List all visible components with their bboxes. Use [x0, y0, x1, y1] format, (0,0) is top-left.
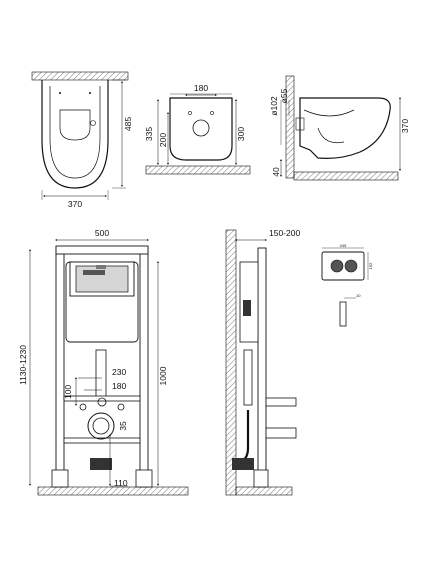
pipe-180-label: 180 [112, 381, 126, 391]
pipe-35-label: 35 [118, 421, 128, 431]
foot-110-label: 110 [114, 478, 128, 488]
bowl-front-view [31, 71, 129, 200]
side-height-label: 370 [400, 119, 410, 133]
hole-height-label: 200 [158, 133, 168, 147]
frame-front-view [29, 239, 189, 496]
pipe-100-label: 100 [63, 385, 73, 399]
plate-height-label: 162 [368, 262, 373, 269]
flush-plate [321, 247, 369, 327]
frame-depth-label: 150-200 [269, 228, 300, 238]
frame-side-view [225, 229, 297, 496]
bowl-mounting-view [145, 93, 251, 175]
frame-height-label: 1000 [158, 366, 168, 385]
pipe-230-label: 230 [112, 367, 126, 377]
frame-width-label: 500 [95, 228, 109, 238]
inlet-diameter-label: ø55 [279, 88, 289, 103]
mount-offset-label: 335 [144, 127, 154, 141]
mount-height-label: 300 [236, 127, 246, 141]
bowl-width-label: 370 [68, 199, 82, 209]
plate-width-label: 245 [340, 243, 347, 248]
plate-depth-label: 10 [356, 293, 361, 298]
drain-diameter-label: ø102 [269, 96, 279, 116]
hole-spacing-label: 180 [194, 83, 208, 93]
frame-adjustable-height-label: 1130-1230 [18, 345, 28, 385]
floor-offset-label: 40 [271, 167, 281, 177]
bowl-side-view [280, 75, 401, 181]
bowl-height-label: 485 [123, 117, 133, 131]
